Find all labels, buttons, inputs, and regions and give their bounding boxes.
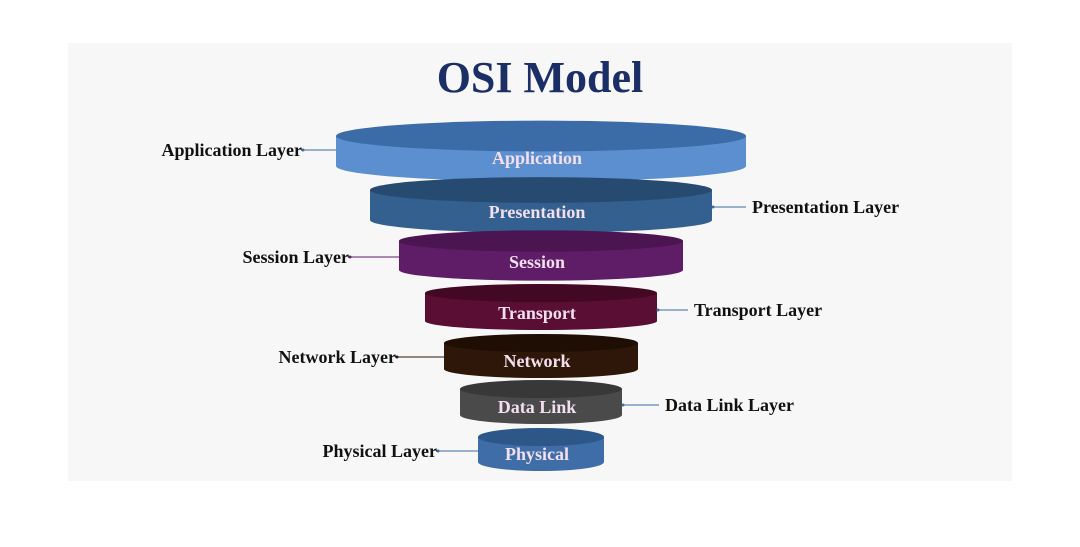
disc-top xyxy=(336,120,746,152)
disc-top xyxy=(399,230,683,252)
disc-body xyxy=(399,241,683,281)
disc-top xyxy=(478,428,604,446)
callout-data-link: Data Link Layer xyxy=(621,395,794,415)
layer-disc-transport: Transport xyxy=(425,284,657,330)
layer-disc-session: Session xyxy=(399,230,683,281)
disc-body xyxy=(478,437,604,471)
callout-presentation: Presentation Layer xyxy=(711,197,899,217)
callout-label: Transport Layer xyxy=(694,300,822,320)
callout-dot xyxy=(711,205,715,209)
callout-physical: Physical Layer xyxy=(323,441,478,461)
disc-body xyxy=(425,293,657,330)
disc-label: Session xyxy=(509,252,565,272)
callout-application: Application Layer xyxy=(161,140,336,160)
disc-top xyxy=(370,177,712,203)
callout-session: Session Layer xyxy=(242,247,399,267)
callout-transport: Transport Layer xyxy=(656,300,822,320)
disc-top xyxy=(425,284,657,302)
layer-disc-presentation: Presentation xyxy=(370,177,712,233)
disc-top xyxy=(444,334,638,352)
layer-disc-network: Network xyxy=(444,334,638,378)
callout-dot xyxy=(436,449,440,453)
disc-label: Presentation xyxy=(489,202,586,222)
disc-top xyxy=(460,380,622,398)
callout-dot xyxy=(395,355,399,359)
disc-label: Network xyxy=(504,351,571,371)
callout-label: Application Layer xyxy=(161,140,302,160)
callout-label: Presentation Layer xyxy=(752,197,899,217)
callout-dot xyxy=(656,308,660,312)
disc-body xyxy=(444,343,638,378)
layer-disc-physical: Physical xyxy=(478,428,604,471)
layer-disc-application: Application xyxy=(336,120,746,182)
callout-label: Session Layer xyxy=(242,247,349,267)
disc-label: Application xyxy=(492,148,582,168)
disc-body xyxy=(460,389,622,424)
disc-label: Physical xyxy=(505,444,569,464)
callout-label: Physical Layer xyxy=(323,441,438,461)
callout-network: Network Layer xyxy=(279,347,444,367)
callout-dot xyxy=(621,403,625,407)
layer-disc-data-link: Data Link xyxy=(460,380,622,424)
callout-dot xyxy=(348,255,352,259)
diagram-title: OSI Model xyxy=(436,53,644,102)
disc-label: Data Link xyxy=(498,397,577,417)
callout-label: Network Layer xyxy=(279,347,396,367)
disc-label: Transport xyxy=(498,303,576,323)
callout-dot xyxy=(301,148,305,152)
callout-label: Data Link Layer xyxy=(665,395,794,415)
